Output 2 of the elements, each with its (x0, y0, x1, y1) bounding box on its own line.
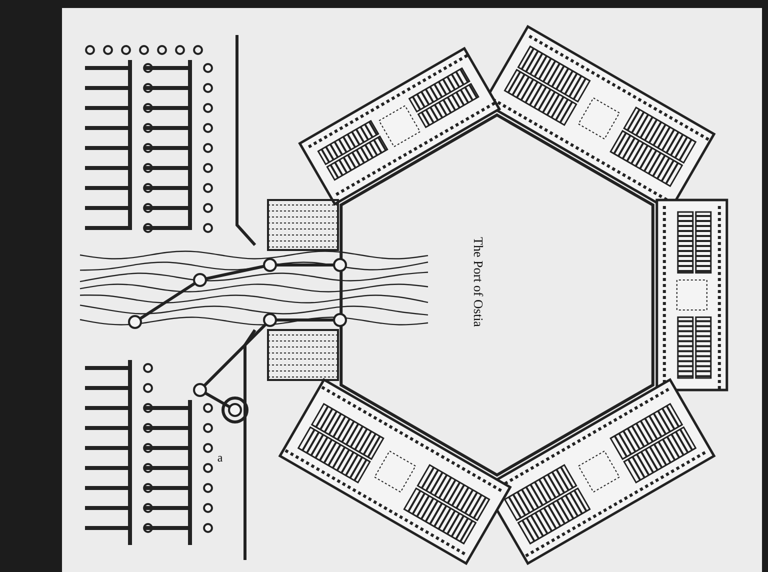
plan-title: The Port of Ostia (470, 237, 486, 327)
reference-letter: a (217, 450, 223, 466)
